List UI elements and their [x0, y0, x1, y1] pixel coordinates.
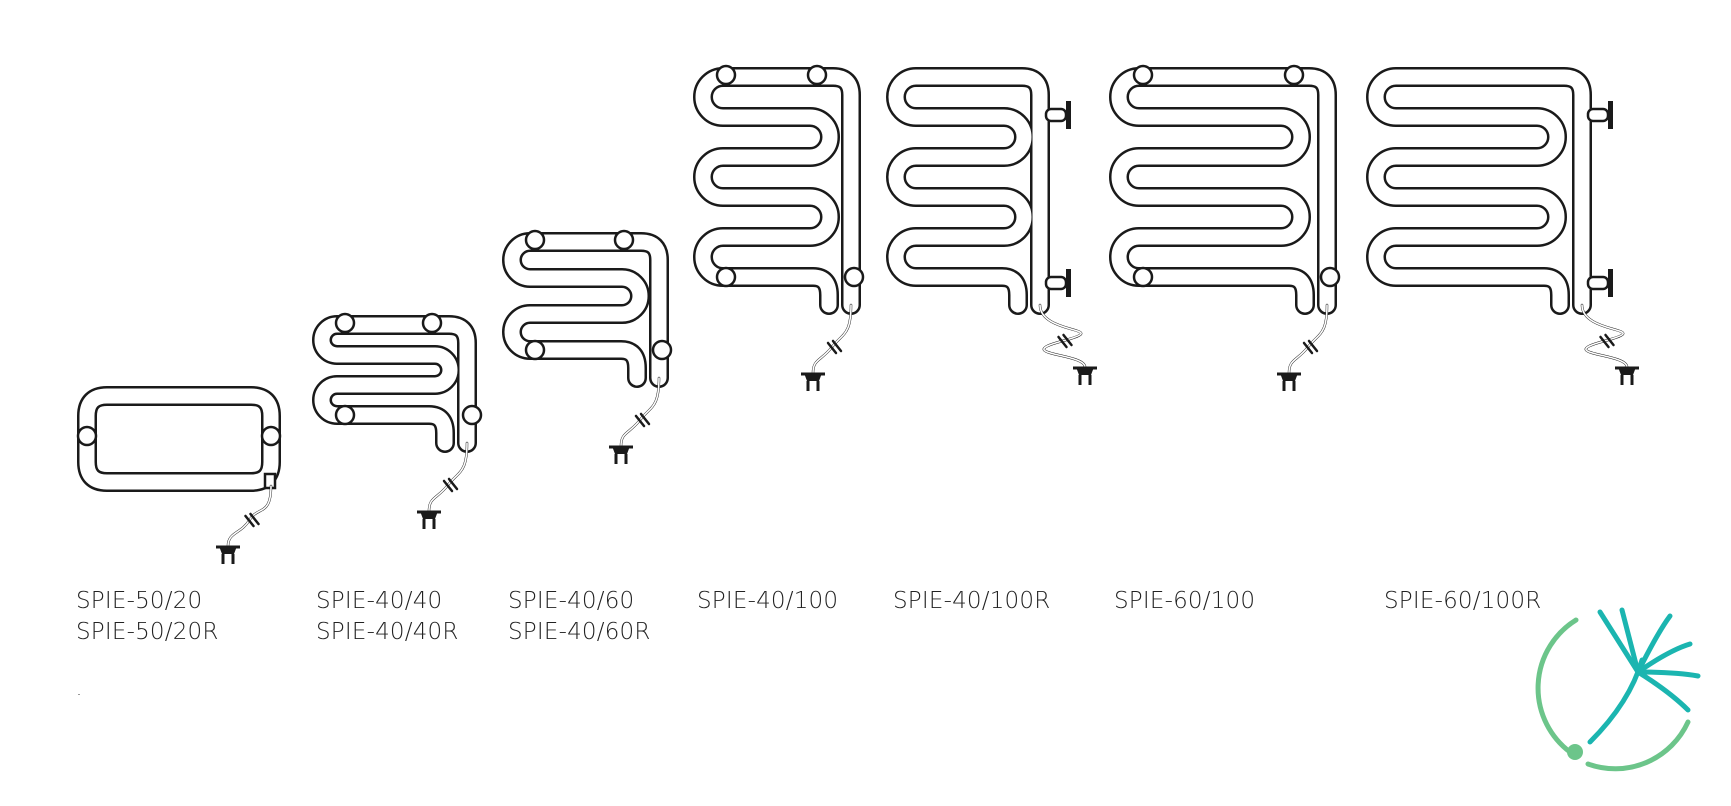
mount-b-0	[334, 404, 356, 426]
label-spie-60-100: SPIE-60/100	[1114, 588, 1256, 614]
rail-spie-40-40	[312, 312, 483, 529]
mount-1	[421, 312, 443, 334]
mount-0	[334, 312, 356, 334]
power-cable	[619, 376, 661, 448]
wall-bracket-icon	[1044, 269, 1071, 297]
plug-icon	[417, 510, 441, 529]
label-spie-40-100r: SPIE-40/100R	[893, 588, 1051, 614]
plug-icon	[801, 372, 825, 391]
rail-spie-40-100r	[886, 67, 1097, 385]
label-spie-60-100r: SPIE-60/100R	[1384, 588, 1542, 614]
mount-0	[715, 64, 737, 86]
wall-bracket-icon	[1044, 101, 1071, 129]
power-cable	[1287, 303, 1329, 375]
wall-bracket-icon	[1586, 269, 1613, 297]
rail-spie-60-100	[1109, 64, 1341, 391]
mount-b-0	[1132, 266, 1154, 288]
mount-b-0	[715, 266, 737, 288]
plug-icon	[609, 445, 633, 464]
mount-left	[76, 425, 98, 447]
mount-b-1	[461, 404, 483, 426]
mount-b-1	[651, 339, 673, 361]
mount-b-0	[524, 339, 546, 361]
mount-b-1	[1319, 266, 1341, 288]
rail-spie-60-100r-pipe-core	[1368, 69, 1590, 313]
plug-icon	[1277, 372, 1301, 391]
mount-0	[1132, 64, 1154, 86]
rail-spie-60-100-pipe-core	[1111, 69, 1335, 313]
mount-1	[806, 64, 828, 86]
plug-icon	[1615, 366, 1639, 385]
rail-spie-40-60	[502, 229, 673, 464]
label-spie-40-100: SPIE-40/100	[697, 588, 839, 614]
label-spie-40-40: SPIE-40/40 SPIE-40/40R	[316, 588, 459, 645]
mount-1	[613, 229, 635, 251]
rail-spie-40-100r-pipe-core	[888, 69, 1048, 313]
mount-b-1	[843, 266, 865, 288]
rail-spie-40-100-pipe-core	[695, 69, 859, 313]
mount-right	[260, 425, 282, 447]
rail-spie-60-100r	[1366, 67, 1639, 385]
rail-spie-40-40-pipe-core	[314, 317, 475, 451]
stray-mark	[78, 694, 80, 695]
label-spie-40-60: SPIE-40/60 SPIE-40/60R	[508, 588, 651, 645]
rail-spie-40-100	[693, 64, 865, 391]
plug-icon	[1073, 366, 1097, 385]
wall-bracket-icon	[1586, 101, 1613, 129]
rail-spie-50-20-pipe-core	[79, 388, 279, 490]
plug-icon	[216, 545, 240, 564]
rail-spie-50-20-pipe-outline	[77, 386, 281, 492]
rail-spie-50-20	[76, 386, 282, 564]
mount-0	[524, 229, 546, 251]
label-spie-50-20: SPIE-50/20 SPIE-50/20R	[76, 588, 219, 645]
power-cable	[226, 484, 273, 548]
power-cable	[811, 303, 853, 375]
brand-logo-icon	[1535, 607, 1701, 772]
mount-1	[1283, 64, 1305, 86]
power-cable	[427, 441, 469, 513]
